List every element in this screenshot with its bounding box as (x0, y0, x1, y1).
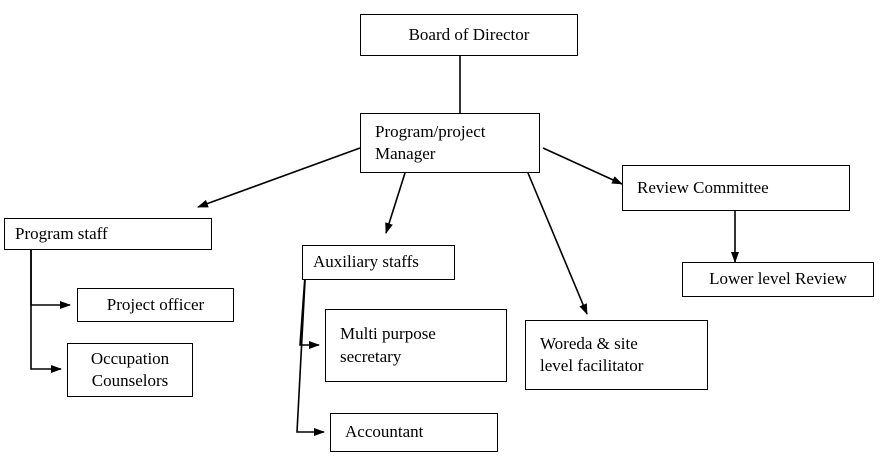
connector-program-staff-to-project-officer (30, 250, 71, 309)
node-multi-purpose-secretary[interactable]: Multi purpose secretary (325, 309, 507, 382)
connector-manager-to-woreda (527, 172, 588, 315)
connector-manager-to-review (542, 147, 623, 185)
node-occupation-counselors[interactable]: Occupation Counselors (67, 343, 193, 397)
connector-manager-to-program-staff (197, 147, 361, 208)
node-woreda-site-level-facilitator[interactable]: Woreda & site level facilitator (525, 320, 708, 390)
node-board-of-director[interactable]: Board of Director (360, 14, 578, 56)
node-program-project-manager[interactable]: Program/project Manager (360, 113, 540, 173)
connector-auxiliary-to-accountant (296, 261, 325, 436)
connector-program-staff-to-occupation (30, 250, 62, 373)
node-project-officer[interactable]: Project officer (77, 288, 234, 322)
node-auxiliary-staffs[interactable]: Auxiliary staffs (302, 245, 455, 280)
node-program-staff[interactable]: Program staff (4, 218, 212, 250)
connector-manager-to-auxiliary (385, 172, 406, 234)
node-lower-level-review[interactable]: Lower level Review (682, 262, 874, 297)
node-accountant[interactable]: Accountant (330, 413, 498, 452)
node-review-committee[interactable]: Review Committee (622, 165, 850, 211)
